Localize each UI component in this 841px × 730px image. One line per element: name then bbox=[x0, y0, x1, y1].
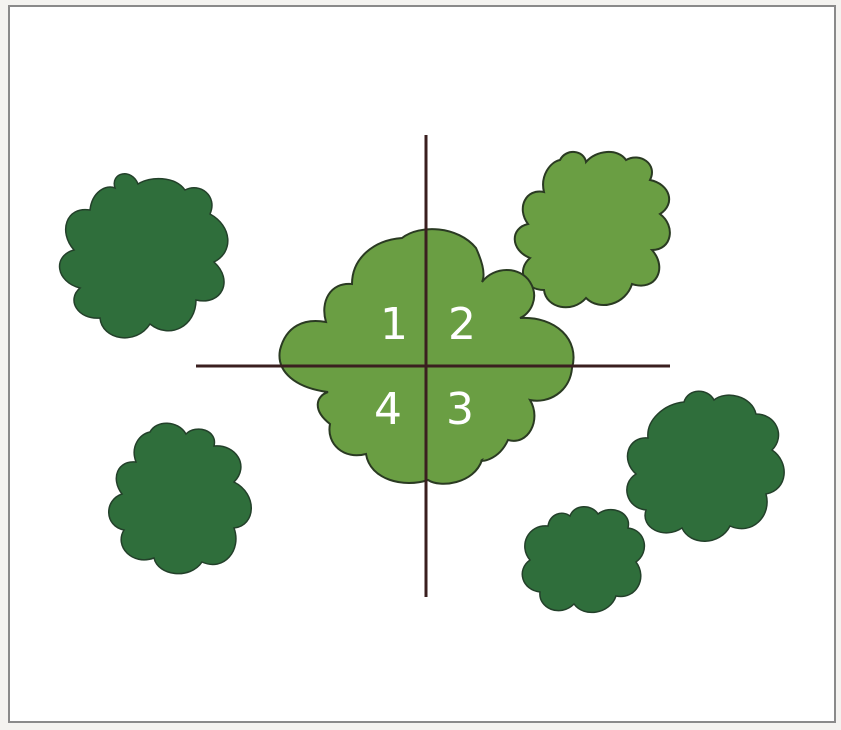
quadrant-label-1: 1 bbox=[380, 299, 408, 350]
quadrant-label-2: 2 bbox=[448, 299, 476, 350]
quadrant-label-4: 4 bbox=[374, 384, 402, 435]
quadrant-label-3: 3 bbox=[446, 384, 474, 435]
